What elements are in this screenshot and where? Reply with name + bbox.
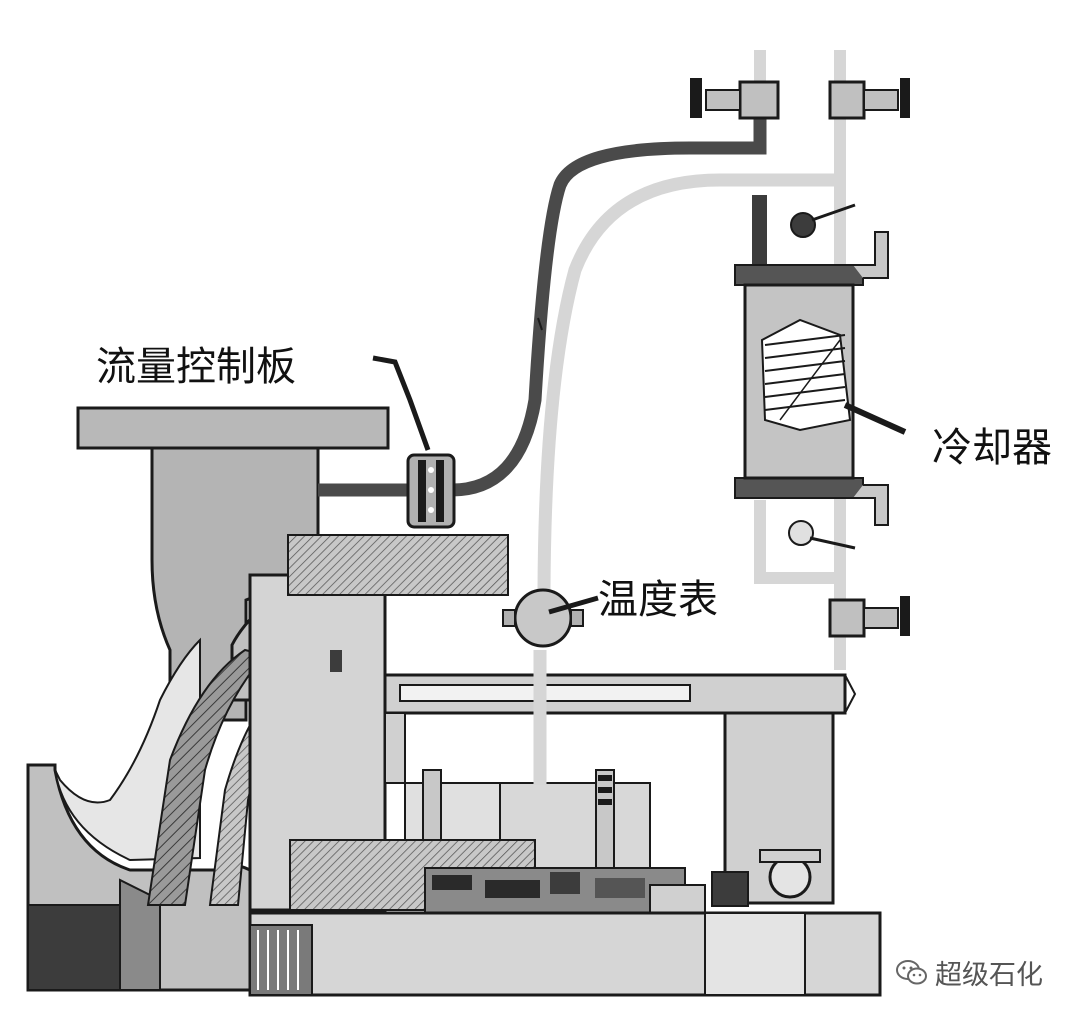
valve-bottom-right: [828, 596, 910, 638]
seal-faces: [287, 534, 821, 914]
orifice-plate: [406, 453, 456, 529]
temperature-gauge-label: 温度表: [598, 577, 718, 623]
temperature-gauge: [502, 588, 599, 648]
orifice-leader-line: [372, 355, 431, 451]
cooler-thermometers: [788, 203, 856, 550]
orifice-plate-label: 流量控制板: [96, 344, 296, 390]
valve-top-right: [828, 78, 910, 120]
watermark: 超级石化: [895, 953, 1043, 992]
wechat-icon: [896, 959, 927, 984]
cooler-label: 冷却器: [932, 425, 1052, 471]
valve-top-left: [690, 78, 780, 120]
watermark-text: 超级石化: [935, 960, 1043, 991]
cooler-body: [734, 231, 907, 526]
shaft: [248, 911, 882, 997]
pump-discharge-flange: [76, 406, 390, 450]
hot-line-pipe: [318, 118, 767, 497]
